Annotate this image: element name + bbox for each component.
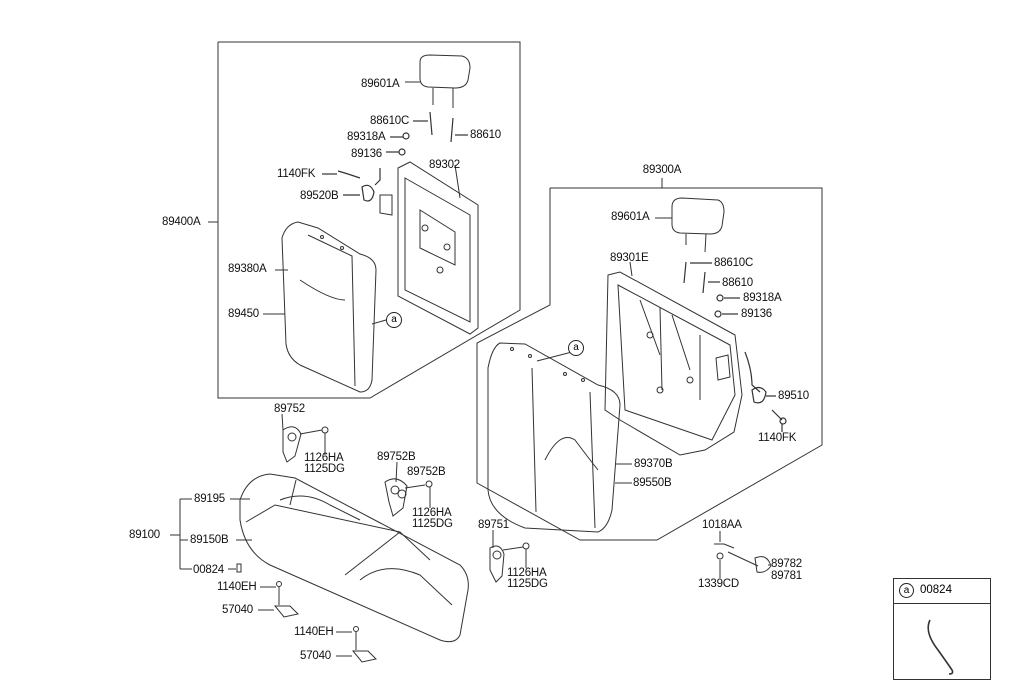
legend-marker: a	[899, 583, 914, 598]
label-right-89601a: 89601A	[611, 211, 650, 223]
label-left-89380a: 89380A	[228, 263, 267, 275]
label-left-89601a: 89601A	[361, 78, 400, 90]
legend-row: a 00824	[894, 579, 990, 604]
label-89195: 89195	[194, 493, 225, 505]
label-left-89450: 89450	[228, 308, 259, 320]
label-1140eh-2: 1140EH	[294, 626, 334, 638]
right-group-frame	[476, 187, 823, 541]
label-89751: 89751	[478, 519, 509, 531]
label-1339cd: 1339CD	[698, 578, 739, 590]
right-headrest	[655, 197, 725, 253]
label-1125dg-2: 1125DG	[412, 518, 453, 530]
label-1125dg-1: 1125DG	[304, 463, 345, 475]
label-left-89520b: 89520B	[300, 190, 339, 202]
label-1126ha-1: 1126HA	[304, 452, 344, 464]
label-1018aa: 1018AA	[702, 519, 742, 531]
right-guides	[683, 261, 787, 432]
label-89781: 89781	[771, 570, 802, 582]
left-group-frame	[217, 41, 521, 399]
seat-cushion	[170, 473, 469, 663]
label-right-88610: 88610	[722, 277, 753, 289]
callout-a-left: a	[386, 312, 402, 328]
right-back-frame	[604, 261, 743, 456]
clip-icon	[927, 619, 954, 675]
label-1140eh-1: 1140EH	[217, 581, 257, 593]
label-89752: 89752	[274, 403, 305, 415]
label-right-89550b: 89550B	[633, 477, 672, 489]
label-89150b: 89150B	[190, 534, 229, 546]
label-57040-2: 57040	[300, 650, 331, 662]
label-left-89136: 89136	[351, 148, 382, 160]
label-1125dg-3: 1125DG	[507, 578, 548, 590]
label-right-88610c: 88610C	[714, 257, 754, 269]
latch-striker	[714, 531, 772, 578]
left-guides	[322, 111, 468, 202]
label-left-89302: 89302	[429, 159, 460, 171]
label-1126ha-2: 1126HA	[412, 507, 452, 519]
label-right-89136: 89136	[741, 308, 772, 320]
label-left-88610c: 88610C	[370, 115, 410, 127]
label-89400a: 89400A	[162, 216, 201, 228]
label-1126ha-3: 1126HA	[507, 567, 547, 579]
label-right-89510: 89510	[778, 390, 809, 402]
label-right-89318a: 89318A	[743, 292, 782, 304]
label-89100: 89100	[129, 529, 160, 541]
label-89300a: 89300A	[642, 164, 682, 176]
label-89782: 89782	[771, 558, 802, 570]
callout-a-right: a	[568, 340, 584, 356]
left-backrest-cushion	[263, 221, 387, 393]
left-headrest	[405, 54, 471, 108]
label-57040-1: 57040	[222, 604, 253, 616]
label-right-89370b: 89370B	[634, 458, 673, 470]
label-89752b-1: 89752B	[377, 451, 416, 463]
legend-part-number: 00824	[920, 584, 952, 596]
label-left-89318a: 89318A	[347, 131, 386, 143]
left-back-frame	[379, 161, 479, 335]
label-left-1140fk: 1140FK	[277, 168, 316, 180]
label-left-88610: 88610	[470, 129, 501, 141]
label-right-89301e: 89301E	[610, 252, 649, 264]
legend-box: a 00824	[893, 578, 991, 680]
label-89752b-2: 89752B	[407, 466, 446, 478]
hinge-brackets	[281, 413, 530, 583]
label-00824: 00824	[193, 564, 224, 576]
label-right-1140fk: 1140FK	[758, 432, 797, 444]
right-backrest-cushion	[487, 342, 632, 533]
